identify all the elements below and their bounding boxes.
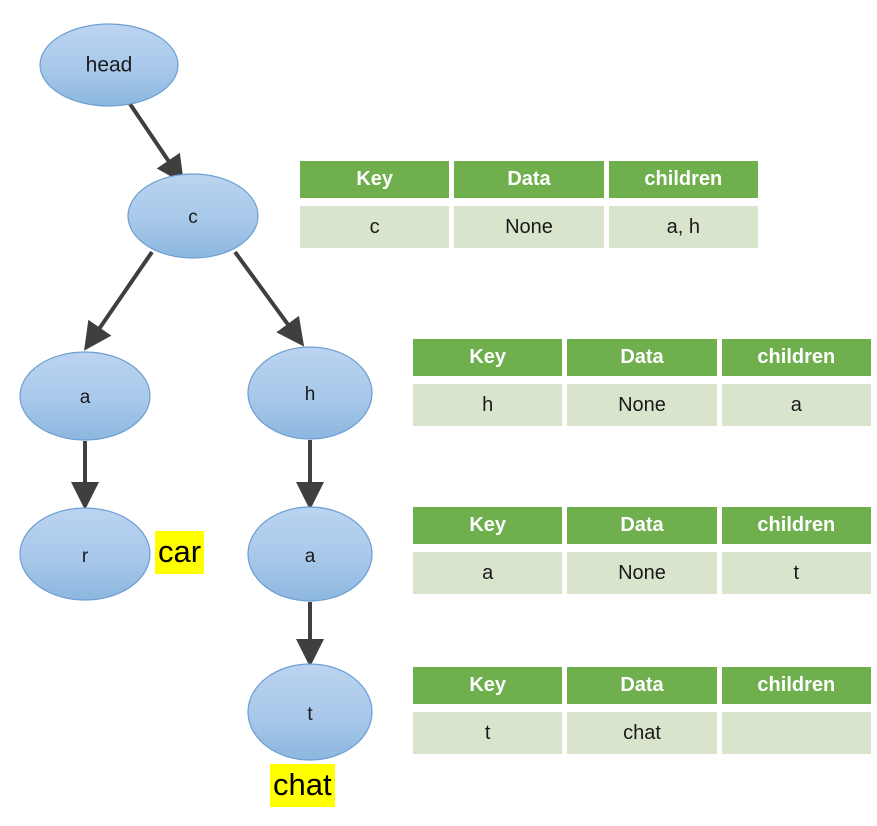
node-h[interactable]: h xyxy=(247,346,373,440)
node-a-right-label: a xyxy=(305,546,316,567)
cell-data: None xyxy=(567,384,717,426)
header-cell-data: Data xyxy=(567,507,717,544)
node-c[interactable]: c xyxy=(127,173,259,259)
table-row: a None t xyxy=(413,552,871,594)
node-a-left-label: a xyxy=(80,387,91,408)
header-cell-children: children xyxy=(608,161,758,198)
node-c-label: c xyxy=(188,207,198,228)
node-head[interactable]: head xyxy=(39,23,179,107)
table-header-row: Key Data children xyxy=(300,161,758,198)
cell-children: a xyxy=(721,384,871,426)
cell-data: None xyxy=(567,552,717,594)
header-cell-data: Data xyxy=(567,339,717,376)
node-h-label: h xyxy=(305,384,316,405)
cell-key: h xyxy=(413,384,563,426)
node-t[interactable]: t xyxy=(247,663,373,761)
cell-children: t xyxy=(721,552,871,594)
edge-c-to-a xyxy=(84,250,154,351)
cell-children: a, h xyxy=(608,206,758,248)
cell-children xyxy=(721,712,871,754)
edges-layer xyxy=(71,99,324,667)
edge-c-to-h xyxy=(233,250,305,347)
edge-head-to-c xyxy=(126,99,184,184)
word-tag-car: car xyxy=(155,531,205,574)
node-a-left[interactable]: a xyxy=(19,351,151,441)
table-header-row: Key Data children xyxy=(413,507,871,544)
header-cell-children: children xyxy=(721,339,871,376)
nodes-layer: head c a h r a xyxy=(19,23,373,761)
header-cell-children: children xyxy=(721,507,871,544)
table-header-row: Key Data children xyxy=(413,339,871,376)
table-row: t chat xyxy=(413,712,871,754)
cell-key: c xyxy=(300,206,450,248)
header-cell-key: Key xyxy=(300,161,450,198)
cell-key: t xyxy=(413,712,563,754)
node-head-label: head xyxy=(86,54,133,77)
table-node-h: Key Data children h None a xyxy=(413,339,871,426)
word-tag-chat: chat xyxy=(270,764,335,807)
header-cell-children: children xyxy=(721,667,871,704)
node-t-label: t xyxy=(307,704,313,725)
header-cell-data: Data xyxy=(454,161,604,198)
header-cell-key: Key xyxy=(413,339,563,376)
table-row: c None a, h xyxy=(300,206,758,248)
table-row: h None a xyxy=(413,384,871,426)
table-node-a: Key Data children a None t xyxy=(413,507,871,594)
cell-data: chat xyxy=(567,712,717,754)
header-cell-key: Key xyxy=(413,667,563,704)
cell-key: a xyxy=(413,552,563,594)
table-header-row: Key Data children xyxy=(413,667,871,704)
node-r[interactable]: r xyxy=(19,507,151,601)
table-node-t: Key Data children t chat xyxy=(413,667,871,754)
node-a-right[interactable]: a xyxy=(247,506,373,602)
node-r-label: r xyxy=(82,546,89,567)
cell-data: None xyxy=(454,206,604,248)
header-cell-data: Data xyxy=(567,667,717,704)
table-node-c: Key Data children c None a, h xyxy=(300,161,758,248)
header-cell-key: Key xyxy=(413,507,563,544)
